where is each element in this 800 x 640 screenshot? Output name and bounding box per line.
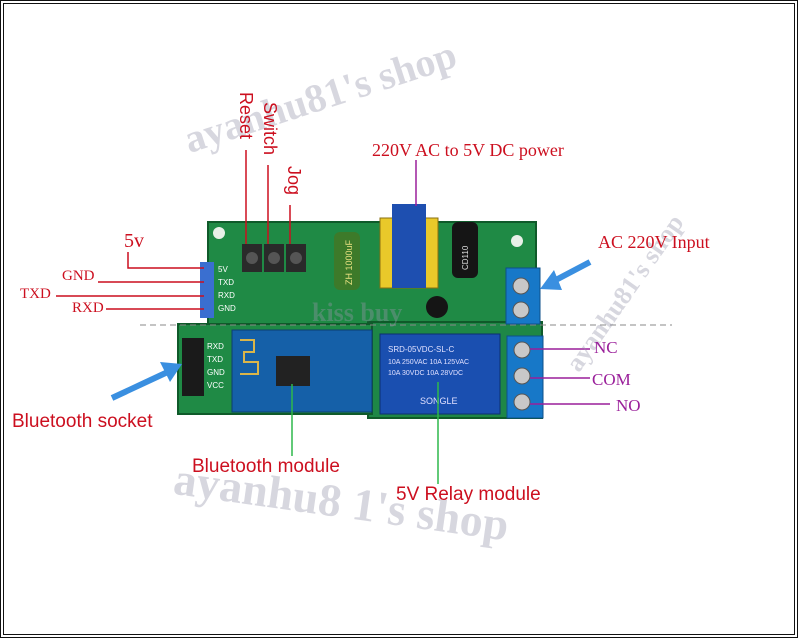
- capacitor-black: [452, 222, 478, 278]
- bluetooth-socket-part: [182, 338, 204, 396]
- mount-hole-right: [511, 235, 523, 247]
- ac-input-arrow: [540, 259, 592, 290]
- relay-spec1-text: 10A 250VAC 10A 125VAC: [388, 359, 469, 366]
- reset-label: Reset: [236, 92, 256, 140]
- power-label: 220V AC to 5V DC power: [372, 140, 564, 160]
- pin-label-rxd: RXD: [218, 291, 235, 300]
- bluetooth-module-label: Bluetooth module: [192, 456, 340, 477]
- switch-button-part: [264, 244, 284, 272]
- five-v-label: 5v: [124, 230, 144, 252]
- jog-button-part: [286, 244, 306, 272]
- gnd-label: GND: [62, 268, 95, 284]
- com-label: COM: [592, 370, 631, 389]
- pin-label-5v: 5V: [218, 265, 228, 274]
- pin-label-txd: TXD: [218, 278, 234, 287]
- mount-hole-left: [213, 227, 225, 239]
- capacitor-text: ZH 1000uF: [344, 239, 354, 285]
- nc-label: NC: [594, 338, 618, 357]
- bt-socket-arrow: [110, 362, 182, 401]
- txd-label: TXD: [20, 286, 51, 302]
- rxd-label: RXD: [72, 300, 104, 316]
- bt-chip: [276, 356, 310, 386]
- relay-model-text: SRD-05VDC-SL-C: [388, 345, 454, 354]
- bt-antenna: [240, 339, 259, 375]
- bt-pin-txd: TXD: [207, 355, 223, 364]
- no-label: NO: [616, 396, 641, 415]
- relay-brand-text: SONGLE: [420, 396, 458, 406]
- reset-button-part: [242, 244, 262, 272]
- main-pcb: [207, 221, 537, 341]
- capacitor-green: [334, 232, 360, 290]
- transformer-core: [392, 204, 426, 288]
- relay-part: [379, 333, 501, 415]
- bt-pin-rxd: RXD: [207, 342, 224, 351]
- jog-label: Jog: [284, 166, 304, 196]
- pin-header: [200, 262, 214, 318]
- switch-label: Switch: [260, 102, 280, 156]
- pin-label-gnd: GND: [218, 304, 236, 313]
- ac-terminal-block: [505, 267, 541, 325]
- five-v-pointer: [127, 252, 204, 269]
- chip-text: CD110: [461, 245, 470, 270]
- relay-spec2-text: 10A 30VDC 10A 28VDC: [388, 370, 463, 377]
- bluetooth-socket-label: Bluetooth socket: [12, 411, 153, 432]
- relay-module-label: 5V Relay module: [396, 484, 541, 505]
- capacitor-small: [426, 296, 448, 318]
- bt-pin-gnd: GND: [207, 368, 225, 377]
- ac-input-label: AC 220V Input: [598, 232, 710, 252]
- bt-pin-vcc: VCC: [207, 381, 224, 390]
